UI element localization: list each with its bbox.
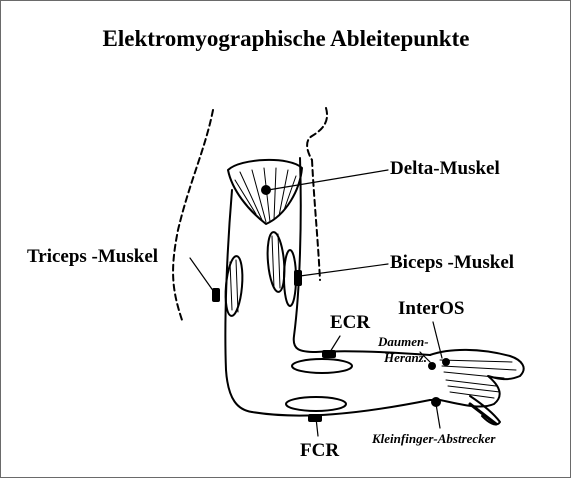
kleinfinger-leader (436, 404, 440, 428)
ecr-electrode (322, 350, 336, 358)
upper-arm-front-outline (312, 160, 320, 280)
delta-muscle-label: Delta-Muskel (390, 158, 500, 180)
ecr-muscle (292, 359, 352, 373)
fcr-muscle (286, 397, 346, 411)
fcr-label: FCR (300, 440, 339, 462)
shoulder-outline (307, 108, 327, 160)
delta-electrode (261, 185, 271, 195)
biceps-leader (300, 264, 388, 276)
kleinfinger-label: Kleinfinger-Abstrecker (372, 431, 496, 447)
triceps-leader (190, 258, 214, 292)
ecr-label: ECR (330, 312, 370, 334)
interos-label: InterOS (398, 298, 465, 320)
upper-arm-back-contour (225, 190, 252, 412)
thumb-outline (470, 396, 500, 424)
interos-electrode (442, 358, 450, 366)
fcr-electrode (308, 414, 322, 422)
biceps-muscle-label: Biceps -Muskel (390, 252, 514, 274)
daumen-label-line1: Daumen- (378, 334, 429, 350)
hand-outline (430, 350, 524, 407)
torso-outline (173, 110, 213, 320)
triceps-electrode (212, 288, 220, 302)
daumen-label-line2: Heranz. (384, 350, 427, 366)
ecr-leader (330, 336, 340, 352)
kleinfinger-electrode (431, 397, 441, 407)
triceps-muscle-label: Triceps -Muskel (27, 246, 158, 268)
biceps-electrode (294, 270, 302, 286)
daumen-electrode (428, 362, 436, 370)
